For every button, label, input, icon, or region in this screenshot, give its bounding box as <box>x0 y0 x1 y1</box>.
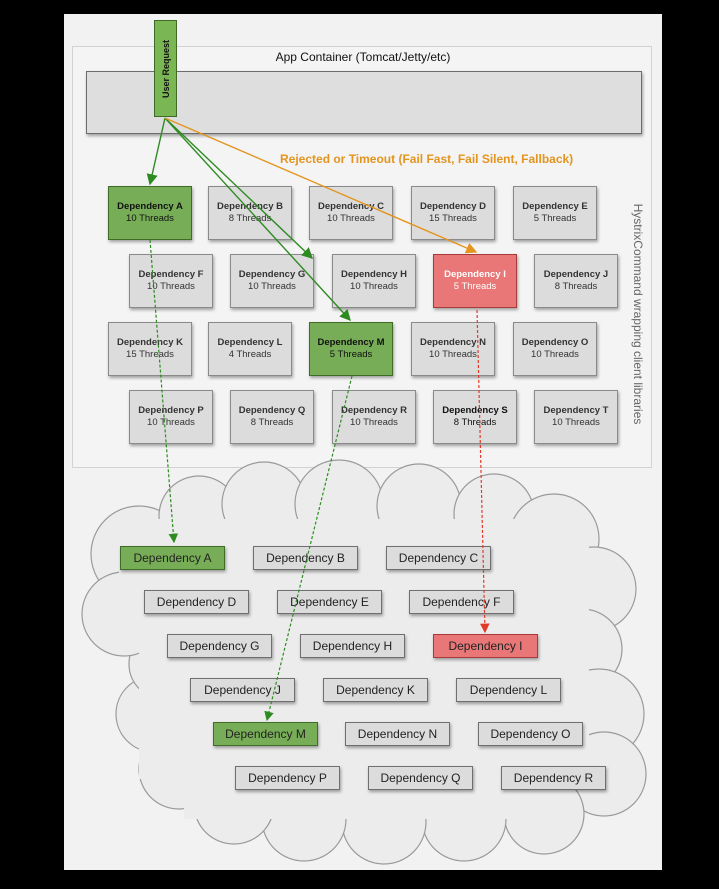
thread-pool-name: Dependency F <box>138 269 204 280</box>
thread-pool-threads: 10 Threads <box>552 417 600 428</box>
cloud-dependency-c: Dependency C <box>386 546 491 570</box>
thread-pool-threads: 15 Threads <box>429 213 477 224</box>
thread-pool-name: Dependency G <box>238 269 306 280</box>
app-container-title: App Container (Tomcat/Jetty/etc) <box>275 50 451 64</box>
thread-pool-name: Dependency M <box>317 337 385 348</box>
thread-pool-name: Dependency A <box>117 201 183 212</box>
cloud-dependency-k: Dependency K <box>323 678 428 702</box>
thread-pool-threads: 4 Threads <box>228 349 272 360</box>
cloud-dependency-p: Dependency P <box>235 766 340 790</box>
thread-pool-threads: 5 Threads <box>453 281 497 292</box>
thread-pool-threads: 8 Threads <box>250 417 294 428</box>
thread-pool-name: Dependency R <box>341 405 407 416</box>
diagram-slide: App Container (Tomcat/Jetty/etc) <box>64 14 662 870</box>
thread-pool-threads: 8 Threads <box>453 417 497 428</box>
arrow-to-pool-m <box>164 117 351 322</box>
thread-pool-threads: 10 Threads <box>147 417 195 428</box>
arrow-pool-i-to-cloud-i <box>476 309 490 634</box>
thread-pool-threads: 10 Threads <box>350 281 398 292</box>
arrow-pool-a-to-cloud-a <box>149 239 179 544</box>
thread-pool-threads: 8 Threads <box>554 281 598 292</box>
rejected-label: Rejected or Timeout (Fail Fast, Fail Sil… <box>280 152 574 166</box>
cloud-dependency-f: Dependency F <box>409 590 514 614</box>
cloud-dependency-q: Dependency Q <box>368 766 473 790</box>
thread-pool-name: Dependency I <box>444 269 506 280</box>
cloud-dependency-l: Dependency L <box>456 678 561 702</box>
cloud-dependency-j: Dependency J <box>190 678 295 702</box>
thread-pool-name: Dependency N <box>420 337 486 348</box>
thread-pool-threads: 10 Threads <box>531 349 579 360</box>
arrow-to-pool-a <box>146 117 166 186</box>
cloud-dependency-b: Dependency B <box>253 546 358 570</box>
thread-pool-name: Dependency P <box>138 405 204 416</box>
cloud-dependency-g: Dependency G <box>167 634 272 658</box>
thread-pool-threads: 5 Threads <box>329 349 373 360</box>
cloud-dependency-n: Dependency N <box>345 722 450 746</box>
arrow-to-pool-i-rejected <box>164 117 478 254</box>
thread-pool-name: Dependency O <box>521 337 589 348</box>
thread-pool-threads: 10 Threads <box>350 417 398 428</box>
thread-pool-threads: 10 Threads <box>147 281 195 292</box>
thread-pool-name: Dependency L <box>217 337 283 348</box>
thread-pool-threads: 8 Threads <box>228 213 272 224</box>
arrow-pool-m-to-cloud-m <box>264 375 353 722</box>
thread-pool-threads: 5 Threads <box>533 213 577 224</box>
thread-pool-threads: 10 Threads <box>327 213 375 224</box>
thread-pool-name: Dependency T <box>543 405 609 416</box>
thread-pool-threads: 10 Threads <box>126 213 174 224</box>
request-arrows <box>146 117 490 722</box>
thread-pool-threads: 10 Threads <box>429 349 477 360</box>
thread-pool-name: Dependency K <box>117 337 183 348</box>
thread-pool-threads: 10 Threads <box>248 281 296 292</box>
cloud-dependency-m: Dependency M <box>213 722 318 746</box>
user-request-box: User Request <box>154 20 177 117</box>
thread-pool-name: Dependency H <box>341 269 407 280</box>
thread-pool-name: Dependency J <box>543 269 609 280</box>
thread-pool-name: Dependency Q <box>238 405 306 416</box>
arrow-to-pool-g <box>164 117 314 259</box>
cloud-dependency-i: Dependency I <box>433 634 538 658</box>
cloud-dependency-o: Dependency O <box>478 722 583 746</box>
thread-pool-name: Dependency E <box>522 201 588 212</box>
cloud-dependency-a: Dependency A <box>120 546 225 570</box>
cloud-dependency-r: Dependency R <box>501 766 606 790</box>
thread-pool-name: Dependency C <box>318 201 384 212</box>
thread-pool-threads: 15 Threads <box>126 349 174 360</box>
cloud-dependency-h: Dependency H <box>300 634 405 658</box>
thread-pool-name: Dependency D <box>420 201 486 212</box>
cloud-dependency-d: Dependency D <box>144 590 249 614</box>
thread-pool-name: Dependency B <box>217 201 283 212</box>
thread-pool-name: Dependency S <box>442 405 508 416</box>
